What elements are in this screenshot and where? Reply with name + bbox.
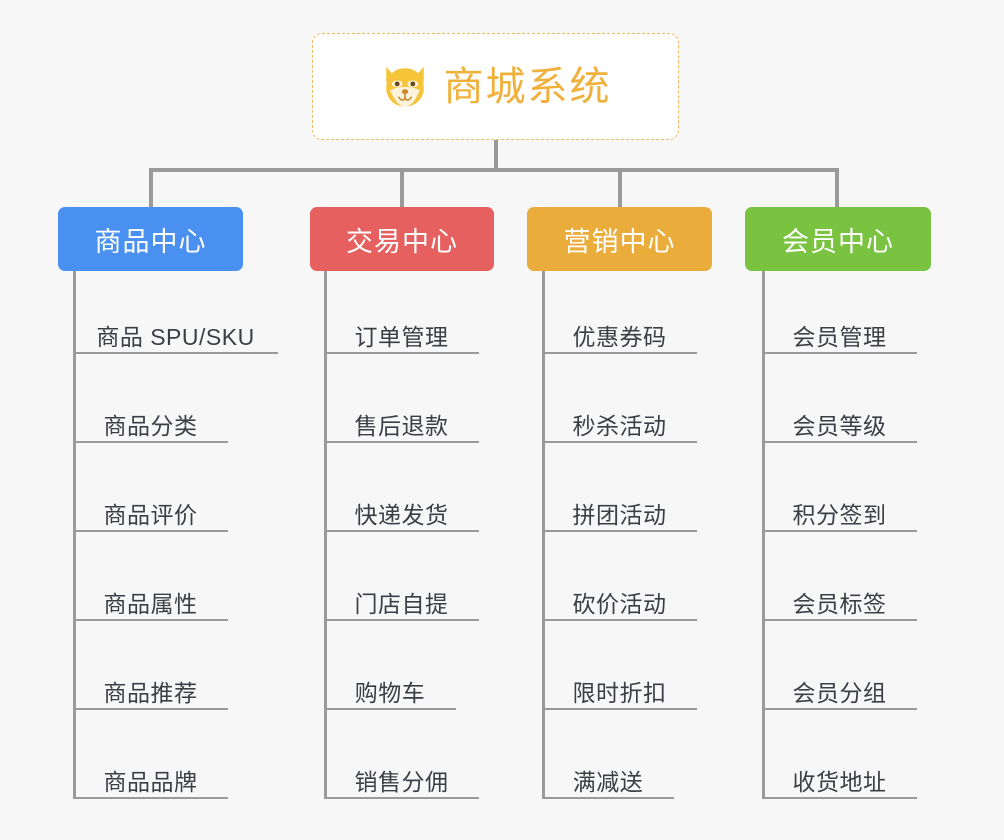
leaf-label: 销售分佣 (354, 768, 449, 795)
leaf-item[interactable]: 销售分佣 (324, 745, 479, 799)
category-label: 营销中心 (563, 226, 676, 257)
category-label: 交易中心 (346, 226, 458, 257)
leaf-label: 积分签到 (792, 501, 887, 528)
leaf-item[interactable]: 门店自提 (324, 567, 479, 621)
leaf-item[interactable]: 会员分组 (762, 656, 917, 710)
leaf-label: 商品 SPU/SKU (96, 323, 255, 350)
leaf-label: 会员标签 (792, 590, 887, 617)
category-box-4[interactable]: 会员中心 (745, 207, 931, 271)
leaf-item[interactable]: 会员等级 (762, 389, 917, 443)
category-box-3[interactable]: 营销中心 (527, 207, 712, 271)
leaf-label: 门店自提 (354, 590, 449, 617)
leaf-label: 限时折扣 (572, 679, 667, 706)
leaf-label: 商品分类 (103, 412, 198, 439)
leaf-item[interactable]: 拼团活动 (542, 478, 697, 532)
branch-spine-3 (542, 271, 545, 799)
shiba-dog-face-icon (385, 66, 424, 107)
leaf-label: 快递发货 (354, 501, 449, 528)
drop-line-4 (835, 168, 839, 208)
leaf-item[interactable]: 限时折扣 (542, 656, 697, 710)
category-label: 商品中心 (94, 226, 207, 257)
leaf-item[interactable]: 售后退款 (324, 389, 479, 443)
leaf-item[interactable]: 会员标签 (762, 567, 917, 621)
leaf-item[interactable]: 商品属性 (73, 567, 228, 621)
leaf-label: 售后退款 (354, 412, 449, 439)
leaf-label: 砍价活动 (572, 590, 667, 617)
root-node[interactable]: 商城系统 (312, 33, 679, 140)
leaf-label: 优惠券码 (572, 323, 667, 350)
leaf-item[interactable]: 购物车 (324, 656, 456, 710)
leaf-label: 满减送 (572, 768, 644, 795)
leaf-item[interactable]: 收货地址 (762, 745, 917, 799)
leaf-item[interactable]: 秒杀活动 (542, 389, 697, 443)
leaf-item[interactable]: 砍价活动 (542, 567, 697, 621)
leaf-label: 拼团活动 (572, 501, 667, 528)
leaf-item[interactable]: 商品 SPU/SKU (73, 300, 278, 354)
leaf-item[interactable]: 商品品牌 (73, 745, 228, 799)
category-label: 会员中心 (782, 226, 894, 257)
leaf-item[interactable]: 优惠券码 (542, 300, 697, 354)
bus-line (149, 168, 839, 172)
leaf-label: 会员分组 (792, 679, 887, 706)
leaf-label: 收货地址 (792, 768, 887, 795)
branch-spine-2 (324, 271, 327, 799)
drop-line-2 (400, 168, 404, 208)
leaf-item[interactable]: 满减送 (542, 745, 674, 799)
leaf-label: 秒杀活动 (572, 412, 667, 439)
drop-line-1 (149, 168, 153, 208)
root-title: 商城系统 (443, 64, 612, 109)
leaf-item[interactable]: 订单管理 (324, 300, 479, 354)
leaf-item[interactable]: 商品推荐 (73, 656, 228, 710)
leaf-item[interactable]: 商品评价 (73, 478, 228, 532)
leaf-label: 商品评价 (103, 501, 198, 528)
branch-spine-4 (762, 271, 765, 799)
leaf-label: 商品品牌 (103, 768, 198, 795)
leaf-label: 订单管理 (354, 323, 449, 350)
root-stem-line (494, 140, 498, 170)
leaf-label: 购物车 (354, 679, 426, 706)
leaf-item[interactable]: 积分签到 (762, 478, 917, 532)
leaf-item[interactable]: 商品分类 (73, 389, 228, 443)
leaf-label: 会员管理 (792, 323, 887, 350)
leaf-item[interactable]: 快递发货 (324, 478, 479, 532)
branch-spine-1 (73, 271, 76, 799)
leaf-label: 会员等级 (792, 412, 887, 439)
category-box-2[interactable]: 交易中心 (310, 207, 494, 271)
leaf-item[interactable]: 会员管理 (762, 300, 917, 354)
leaf-label: 商品属性 (103, 590, 198, 617)
leaf-label: 商品推荐 (103, 679, 198, 706)
category-box-1[interactable]: 商品中心 (58, 207, 243, 271)
drop-line-3 (618, 168, 622, 208)
